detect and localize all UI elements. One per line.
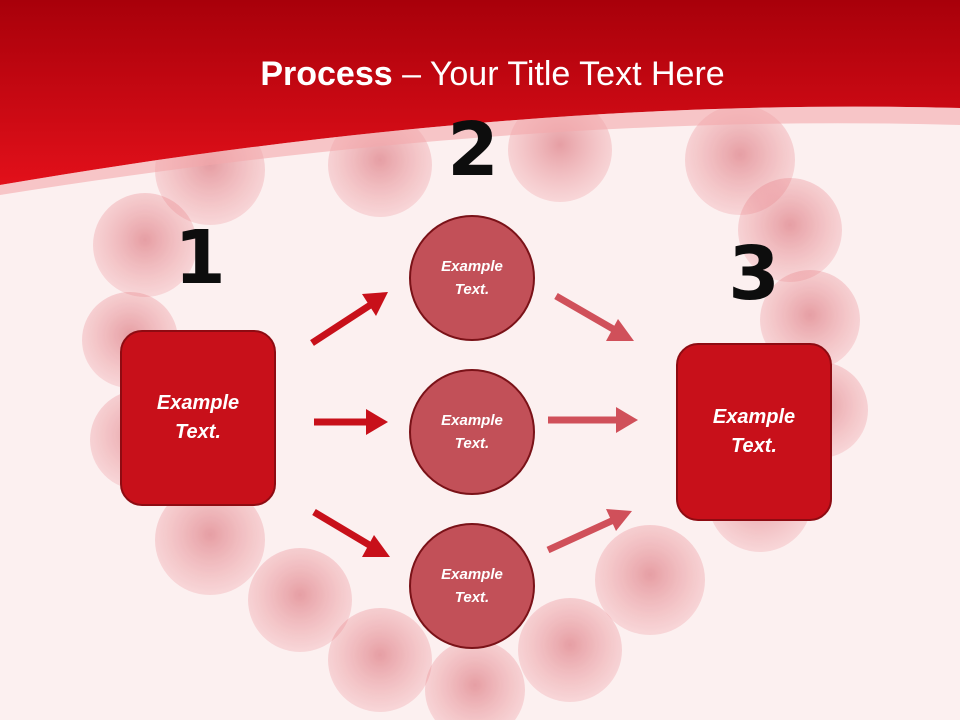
arrow-1-to-circle-top-head	[362, 292, 388, 316]
arrow-circle-top-to-3-head	[606, 319, 634, 341]
arrow-circle-top-to-3	[554, 292, 622, 337]
step-3-text: Example Text.	[712, 406, 796, 457]
arrow-circle-bottom-to-3	[546, 514, 620, 554]
circle-middle-text: Example Text.	[441, 412, 503, 452]
arrow-circle-mid-to-3-head	[616, 407, 638, 433]
step-number-2: 2	[447, 107, 499, 193]
header-curve-highlight	[0, 106, 960, 195]
arrows-left	[310, 292, 390, 557]
step-1-box[interactable]: Example Text.	[120, 330, 276, 506]
circle-top-text: Example Text.	[441, 258, 503, 298]
arrow-1-to-circle-mid-head	[366, 409, 388, 435]
slide-title: Process – Your Title Text Here	[0, 52, 960, 96]
arrows-right	[546, 292, 638, 554]
circle-middle[interactable]: Example Text.	[409, 369, 535, 495]
step-1-text: Example Text.	[156, 392, 240, 443]
step-3-box[interactable]: Example Text.	[676, 343, 832, 521]
circle-top[interactable]: Example Text.	[409, 215, 535, 341]
title-bold: Process	[260, 55, 393, 93]
circle-bottom-text: Example Text.	[441, 566, 503, 606]
circle-bottom[interactable]: Example Text.	[409, 523, 535, 649]
step-number-3: 3	[728, 231, 780, 317]
arrow-1-to-circle-bottom	[312, 508, 378, 553]
title-rest: – Your Title Text Here	[392, 55, 725, 93]
header-band	[0, 0, 960, 185]
arrow-1-to-circle-bottom-head	[362, 535, 390, 557]
step-number-1: 1	[174, 215, 226, 301]
arrow-1-to-circle-top	[310, 297, 380, 346]
arrow-circle-bottom-to-3-head	[606, 509, 632, 531]
